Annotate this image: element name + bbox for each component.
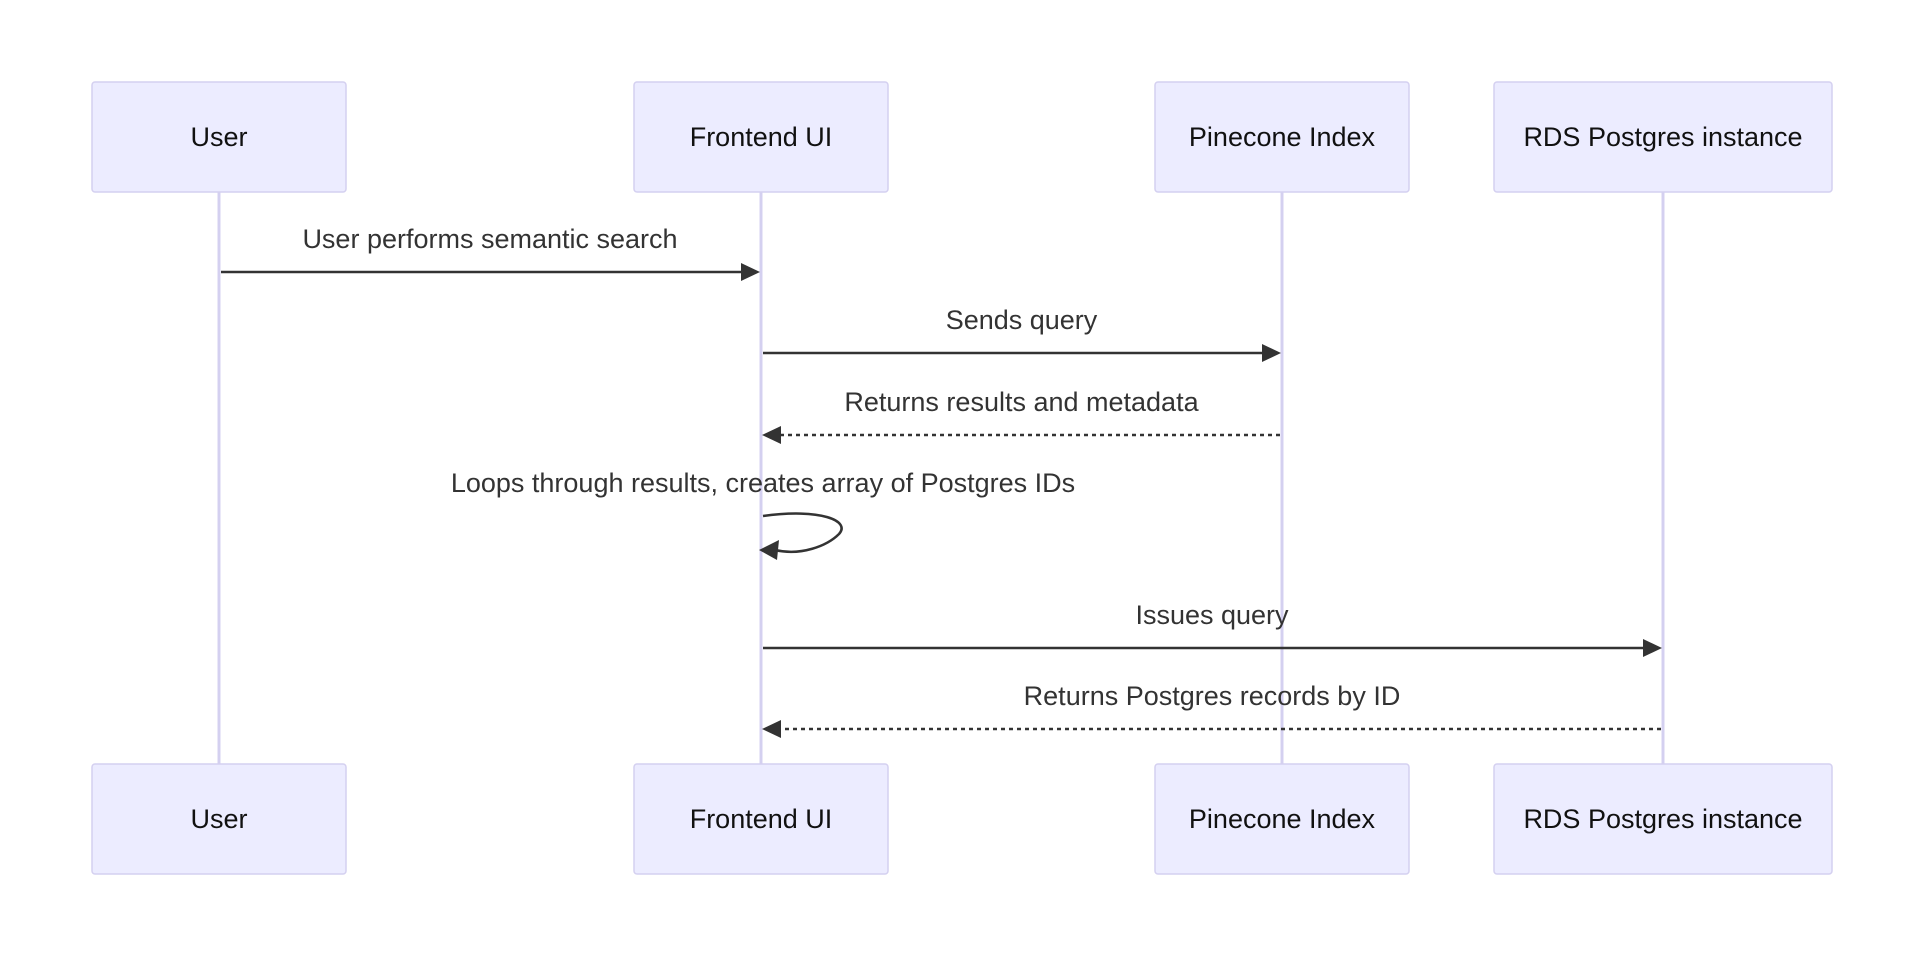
actor-box xyxy=(633,81,889,193)
message-1: User performs semantic search xyxy=(221,224,760,281)
arrowhead xyxy=(741,263,760,281)
actor-pinecone-bottom: Pinecone Index xyxy=(1154,763,1410,875)
message-4: Loops through results, creates array of … xyxy=(451,468,1075,560)
actor-box xyxy=(1154,763,1410,875)
message-label: Returns Postgres records by ID xyxy=(1024,681,1401,711)
message-label: Issues query xyxy=(1135,600,1289,630)
arrowhead xyxy=(1262,344,1281,362)
actor-box xyxy=(633,763,889,875)
message-3: Returns results and metadata xyxy=(762,387,1280,444)
actor-frontend-bottom: Frontend UI xyxy=(633,763,889,875)
actor-label: RDS Postgres instance xyxy=(1523,122,1802,152)
actor-label: Frontend UI xyxy=(690,122,833,152)
actor-pinecone-top: Pinecone Index xyxy=(1154,81,1410,193)
message-2: Sends query xyxy=(763,305,1281,362)
actor-label: User xyxy=(190,122,247,152)
arrowhead xyxy=(759,540,779,560)
actor-label: RDS Postgres instance xyxy=(1523,804,1802,834)
arrowhead xyxy=(762,426,781,444)
actor-box xyxy=(1493,81,1833,193)
arrowhead xyxy=(1643,639,1662,657)
actor-rds-bottom: RDS Postgres instance xyxy=(1493,763,1833,875)
actor-rds-top: RDS Postgres instance xyxy=(1493,81,1833,193)
message-6: Returns Postgres records by ID xyxy=(762,681,1661,738)
actor-box xyxy=(1154,81,1410,193)
actor-user-bottom: User xyxy=(91,763,347,875)
actor-user-top: User xyxy=(91,81,347,193)
message-label: Returns results and metadata xyxy=(844,387,1199,417)
actor-label: Pinecone Index xyxy=(1189,122,1376,152)
actor-label: User xyxy=(190,804,247,834)
arrowhead xyxy=(762,720,781,738)
actor-box xyxy=(1493,763,1833,875)
actor-box xyxy=(91,81,347,193)
self-loop-arrow xyxy=(762,512,843,554)
actor-box xyxy=(91,763,347,875)
message-label: Sends query xyxy=(946,305,1098,335)
actor-label: Pinecone Index xyxy=(1189,804,1376,834)
actor-label: Frontend UI xyxy=(690,804,833,834)
message-label: User performs semantic search xyxy=(302,224,677,254)
message-5: Issues query xyxy=(763,600,1662,657)
actor-frontend-top: Frontend UI xyxy=(633,81,889,193)
message-label: Loops through results, creates array of … xyxy=(451,468,1075,498)
